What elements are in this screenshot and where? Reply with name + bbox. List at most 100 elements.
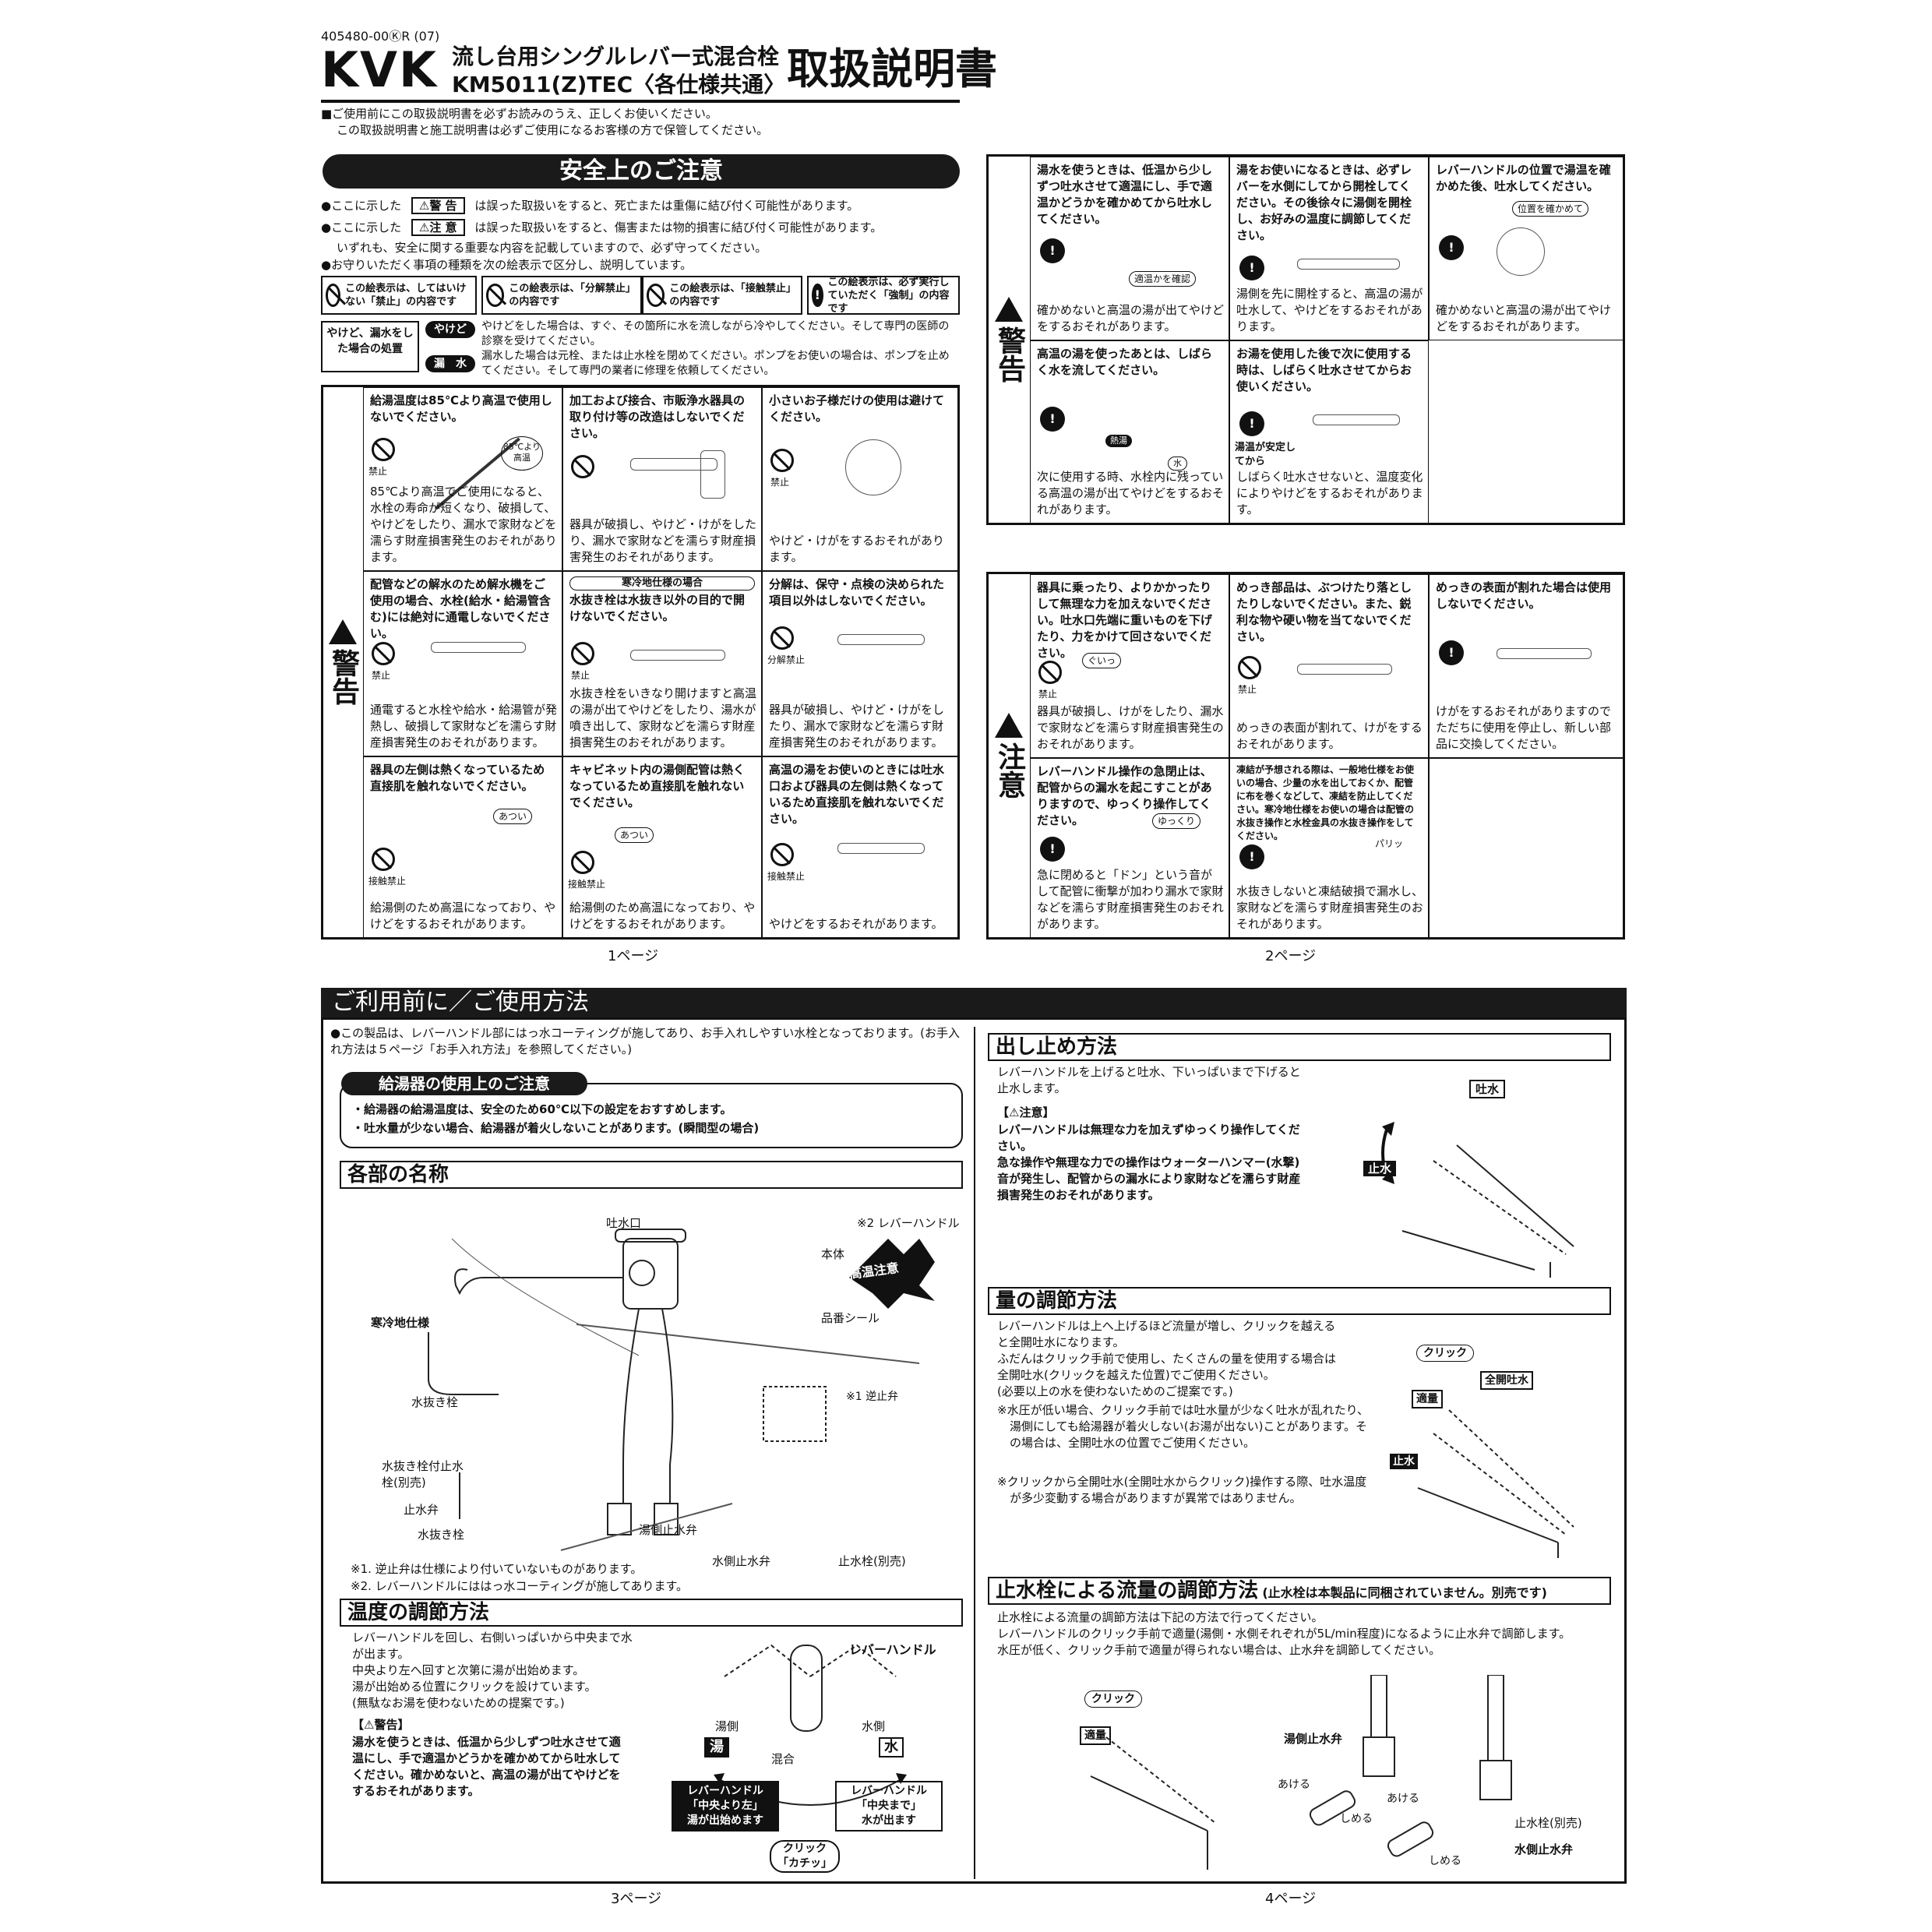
header-rule [321, 100, 960, 103]
product-title-line1: 流し台用シングルレバー式混合栓 [452, 44, 780, 69]
cell-illustration: 禁止 [1235, 640, 1423, 718]
mandatory-icon: ! [1040, 238, 1065, 263]
warning-triangle-icon [995, 297, 1023, 322]
heater-caution-box [340, 1083, 963, 1148]
first-aid-label: やけど、漏水をした場合の処置 [321, 321, 419, 372]
p2-warning-cell-lever-position: レバーハンドルの位置で湯温を確かめた後、吐水してください。 ! 位置を確かめて … [1429, 157, 1624, 340]
lever-up-ghost [1433, 1160, 1567, 1255]
symbol-no-touch: この絵表示は、「接触禁止」の内容です [642, 276, 802, 315]
faucet-sketch [1297, 259, 1400, 270]
label-check-valve: ※1 逆止弁 [846, 1391, 899, 1403]
cell-illustration: ! [1434, 625, 1618, 710]
p2-warning-cell-flush-water: 高温の湯を使ったあとは、しばらく水を流してください。 ! 熱湯 水 次に使用する… [1030, 340, 1229, 524]
cell-illustration: ! パリッ [1235, 837, 1423, 883]
faucet-sketch [1297, 664, 1392, 675]
p2-warning-cell-cold-first: 湯をお使いになるときは、必ずレバーを水側にしてから開栓してください。その後徐々に… [1229, 157, 1429, 340]
hot-bubble: あつい [493, 809, 533, 824]
empty-cell [1429, 758, 1624, 938]
cell-body: 確かめないと高温の湯が出てやけどをするおそれがあります。 [1037, 303, 1225, 333]
label-body: 本体 [821, 1247, 845, 1261]
check-bubble: 適温かを確認 [1129, 271, 1197, 287]
temp-label-cold: 水 [879, 1737, 904, 1757]
hot-badge-burst [849, 1239, 935, 1309]
cell-title: 器具に乗ったり、よりかかったりして無理な力を加えないでください。吐水口先端に重い… [1037, 580, 1213, 660]
cell-body: 確かめないと高温の湯が出てやけどをするおそれがあります。 [1436, 303, 1612, 333]
mandatory-icon: ! [1439, 640, 1464, 665]
temp-warn-title: 【⚠警告】 [352, 1718, 410, 1732]
flow-label-off: 止水 [1390, 1454, 1418, 1469]
hot-valve-shape [607, 1503, 632, 1535]
caution-definition: ●ここに示した ⚠注 意 は誤った取扱いをすると、傷害または物的損害に結び付く可… [321, 219, 882, 236]
hot-water-tag: 熱湯 [1105, 435, 1132, 447]
cell-body: 水抜きしないと凍結破損で漏水し、家財などを濡らす財産損害発生のおそれがあります。 [1236, 884, 1424, 931]
icon-caption: 接触禁止 [568, 879, 606, 890]
page2-caution-grid [986, 572, 1625, 940]
stop-label-close2: しめる [1429, 1855, 1461, 1867]
cell-title: 湯をお使いになるときは、必ずレバーを水側にしてから開栓してください。その後徐々に… [1236, 163, 1412, 242]
p2-caution-cell-freezing: 凍結が予想される際は、一般地仕様をお使いの場合、少量の水を出しておくか、配管に布… [1229, 758, 1429, 938]
cell-title: 高温の湯を使ったあとは、しばらく水を流してください。 [1037, 347, 1213, 377]
icon-caption: 禁止 [571, 670, 591, 681]
label-stop-valve2: 止水弁 [404, 1503, 439, 1517]
cell-body: 器具が破損し、やけど・けがをしたり、漏水で家財などを濡らす財産損害発生のおそれが… [569, 517, 757, 564]
temp-label-lever: レバーハンドル [849, 1642, 936, 1657]
screwdriver-hot [1309, 1790, 1356, 1826]
crack-sound: パリッ [1375, 838, 1404, 849]
flow-diagram [1417, 1409, 1574, 1558]
leak-instruction: 漏水した場合は元栓、または止水栓を閉めてください。ポンプをお使いの場合は、ポンプ… [481, 350, 950, 377]
icon-caption: 分解禁止 [767, 654, 806, 665]
lever-shape [615, 1229, 686, 1243]
cell-body: 急に閉めると「ドン」という音がして配管に衝撃が加わり漏水で家財などを濡らす財産損… [1037, 868, 1224, 931]
faucet-sketch [630, 458, 717, 471]
p2-caution-cell-no-force: 器具に乗ったり、よりかかったりして無理な力を加えないでください。吐水口先端に重い… [1030, 574, 1229, 758]
faucet-sketch [837, 843, 925, 854]
flow-label-click: クリック [1416, 1345, 1474, 1362]
document-code: 405480-00ⓀR (07) [321, 29, 440, 44]
page1-warning-label: 警告 [323, 385, 363, 940]
prohibited-icon [326, 284, 347, 307]
cell-illustration: 分解禁止 [767, 619, 953, 696]
onoff-diagram [1381, 1122, 1574, 1278]
mandatory-icon: ! [1040, 837, 1065, 862]
page-divider [974, 1027, 975, 1879]
cell-title: レバーハンドルの位置で湯温を確かめた後、吐水してください。 [1436, 163, 1611, 193]
icon-caption: 禁止 [368, 466, 388, 477]
symbol-prohibited-label: この絵表示は、してはいけない「禁止」の内容です [345, 283, 467, 308]
cell-body: 給湯側のため高温になっており、やけどをするおそれがあります。 [370, 901, 556, 931]
usage-frame [321, 1017, 1627, 1884]
prohibited-icon [571, 642, 594, 665]
cell-body: 水抜き栓をいきなり開けますと高温の湯が出てやけどをしたり、湯水が噴き出して、家財… [569, 686, 757, 749]
warning-cell-children: 小さいお子様だけの使用は避けてください。 禁止 やけど・けがをするおそれがありま… [762, 387, 958, 571]
cell-body: 器具が破損し、けがをしたり、漏水で家財などを濡らす財産損害発生のおそれがあります… [1037, 704, 1224, 751]
no-disassembly-icon [770, 626, 794, 650]
temp-label-mix: 混合 [771, 1752, 795, 1766]
icon-caption: 禁止 [372, 670, 391, 681]
p2-caution-cell-cracked: めっきの表面が割れた場合は使用しないでください。 ! けがをするおそれがあります… [1429, 574, 1624, 758]
cell-body: 給湯側のため高温になっており、やけどをするおそれがあります。 [569, 901, 756, 931]
caution-triangle-icon [995, 713, 1023, 738]
warning-cell-high-temp: 給湯温度は85℃より高温で使用しないでください。 禁止 85℃より高温 85℃よ… [363, 387, 562, 571]
stop-label-proper: 適量 [1080, 1726, 1111, 1745]
cell-illustration: ! 適温かを確認 [1035, 232, 1224, 299]
heater-caution-title: 給湯器の使用上のご注意 [341, 1072, 587, 1095]
cell-body: 通電すると水栓や給水・給湯管が発熱し、破損して家財などを濡らす財産損害発生のおそ… [370, 703, 558, 749]
warning-cell-modification: 加工および接合、市販浄水器具の取り付け等の改造はしないでください。 器具が破損し… [562, 387, 762, 571]
cell-illustration: ! 湯温が安定してから [1235, 407, 1423, 485]
hot-bubble: あつい [615, 827, 654, 843]
temp-bubble: 85℃より高温 [501, 436, 543, 471]
page2-warning-text: 警告 [993, 326, 1025, 383]
faucet-sketch [1497, 648, 1592, 659]
icon-caption: 接触禁止 [368, 876, 407, 887]
lever-left-ghost [724, 1644, 811, 1677]
warning-definition: ●ここに示した ⚠警 告 は誤った取扱いをすると、死亡または重傷に結び付く可能性… [321, 197, 858, 214]
flow-note2: ※クリックから全開吐水(全開吐水からクリック)操作する際、吐水温度が多少変動する… [997, 1475, 1367, 1505]
p2-warning-cell-stabilize: お湯を使用した後で次に使用する時は、しばらく吐水させてからお使いください。 ! … [1229, 340, 1429, 524]
burn-instruction: やけどをした場合は、すぐ、その箇所に水を流しながら冷やしてください。そして専門の… [481, 320, 950, 347]
cell-title: 加工および接合、市販浄水器具の取り付け等の改造はしないでください。 [569, 393, 746, 440]
temp-text: レバーハンドルを回し、右側いっぱいから中央まで水が出ます。 中央より左へ回すと次… [352, 1631, 633, 1710]
temp-label-hot-side: 湯側 [715, 1719, 739, 1733]
cell-illustration: ! 熱湯 水 [1035, 391, 1224, 477]
page2-warning-label: 警告 [988, 154, 1030, 525]
lever-top-view [790, 1645, 823, 1732]
off-lever [1417, 1487, 1559, 1543]
